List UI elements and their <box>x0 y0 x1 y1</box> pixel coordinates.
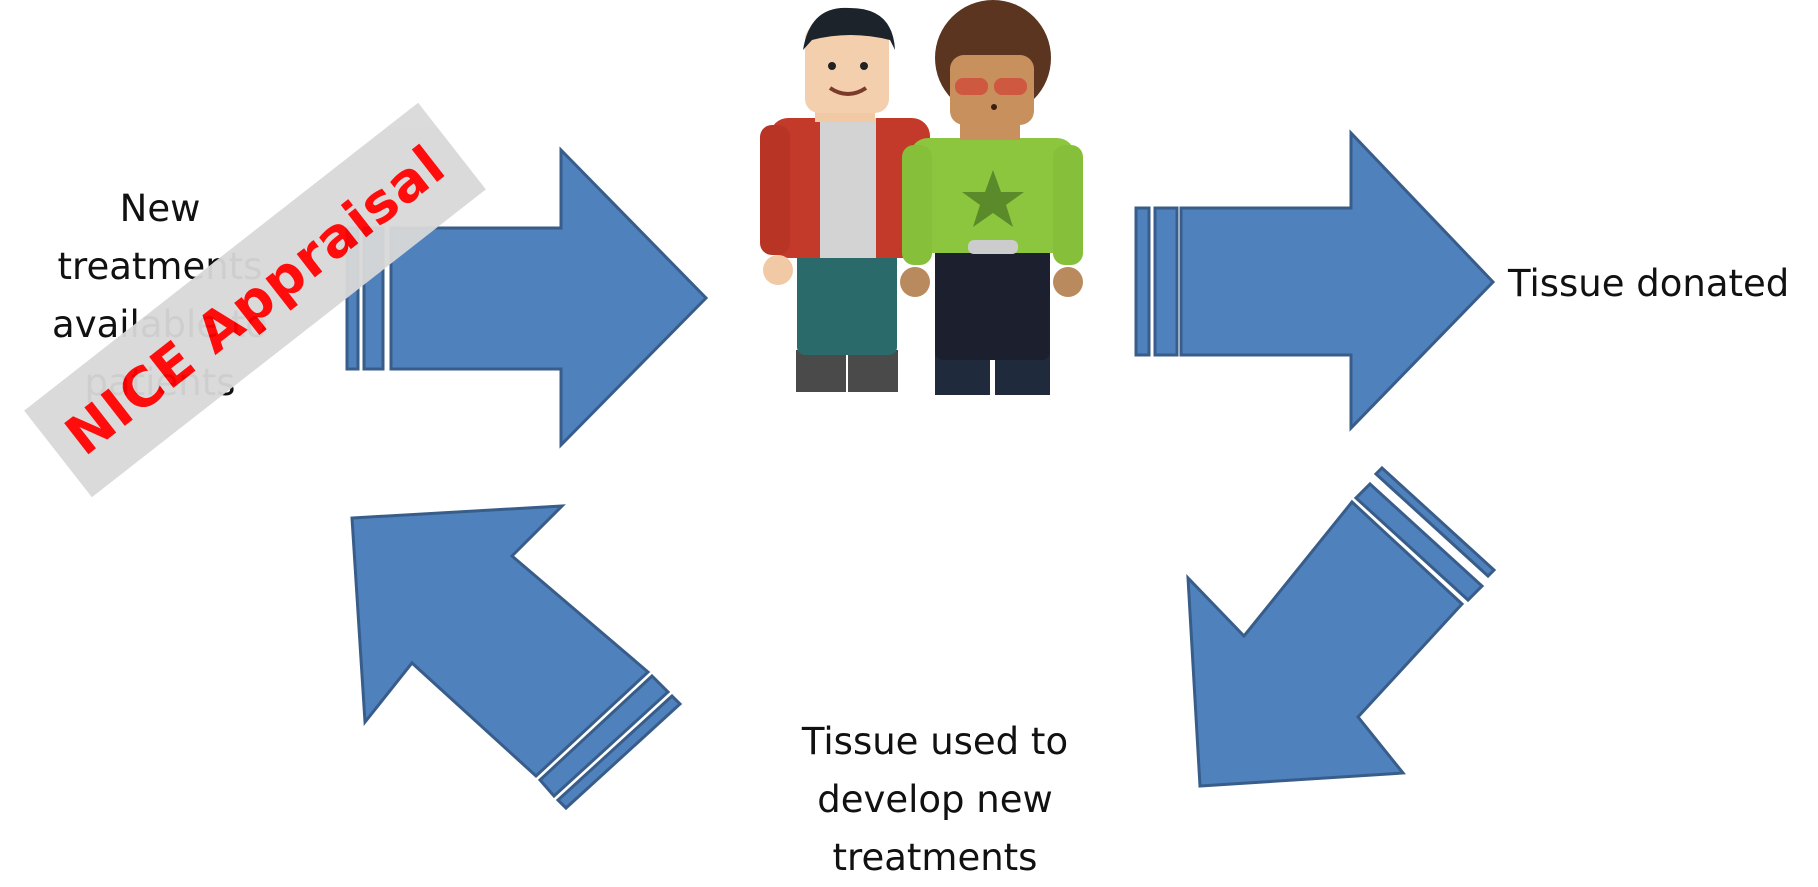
arrow-to-research <box>1186 465 1497 788</box>
label-tissue-used: Tissue used to develop new treatments <box>770 713 1100 887</box>
label-line: New <box>119 187 201 230</box>
man-green-shirt-afro <box>900 0 1083 395</box>
label-line: treatments <box>832 836 1038 879</box>
people-illustration <box>760 0 1083 395</box>
label-line: Tissue used to <box>801 720 1069 763</box>
arrow-to-new-treatments <box>350 504 683 811</box>
label-tissue-donated: Tissue donated <box>1508 262 1790 305</box>
man-red-jacket <box>760 7 930 392</box>
label-line: develop new <box>817 778 1053 821</box>
arrow-to-donation <box>1134 129 1496 432</box>
